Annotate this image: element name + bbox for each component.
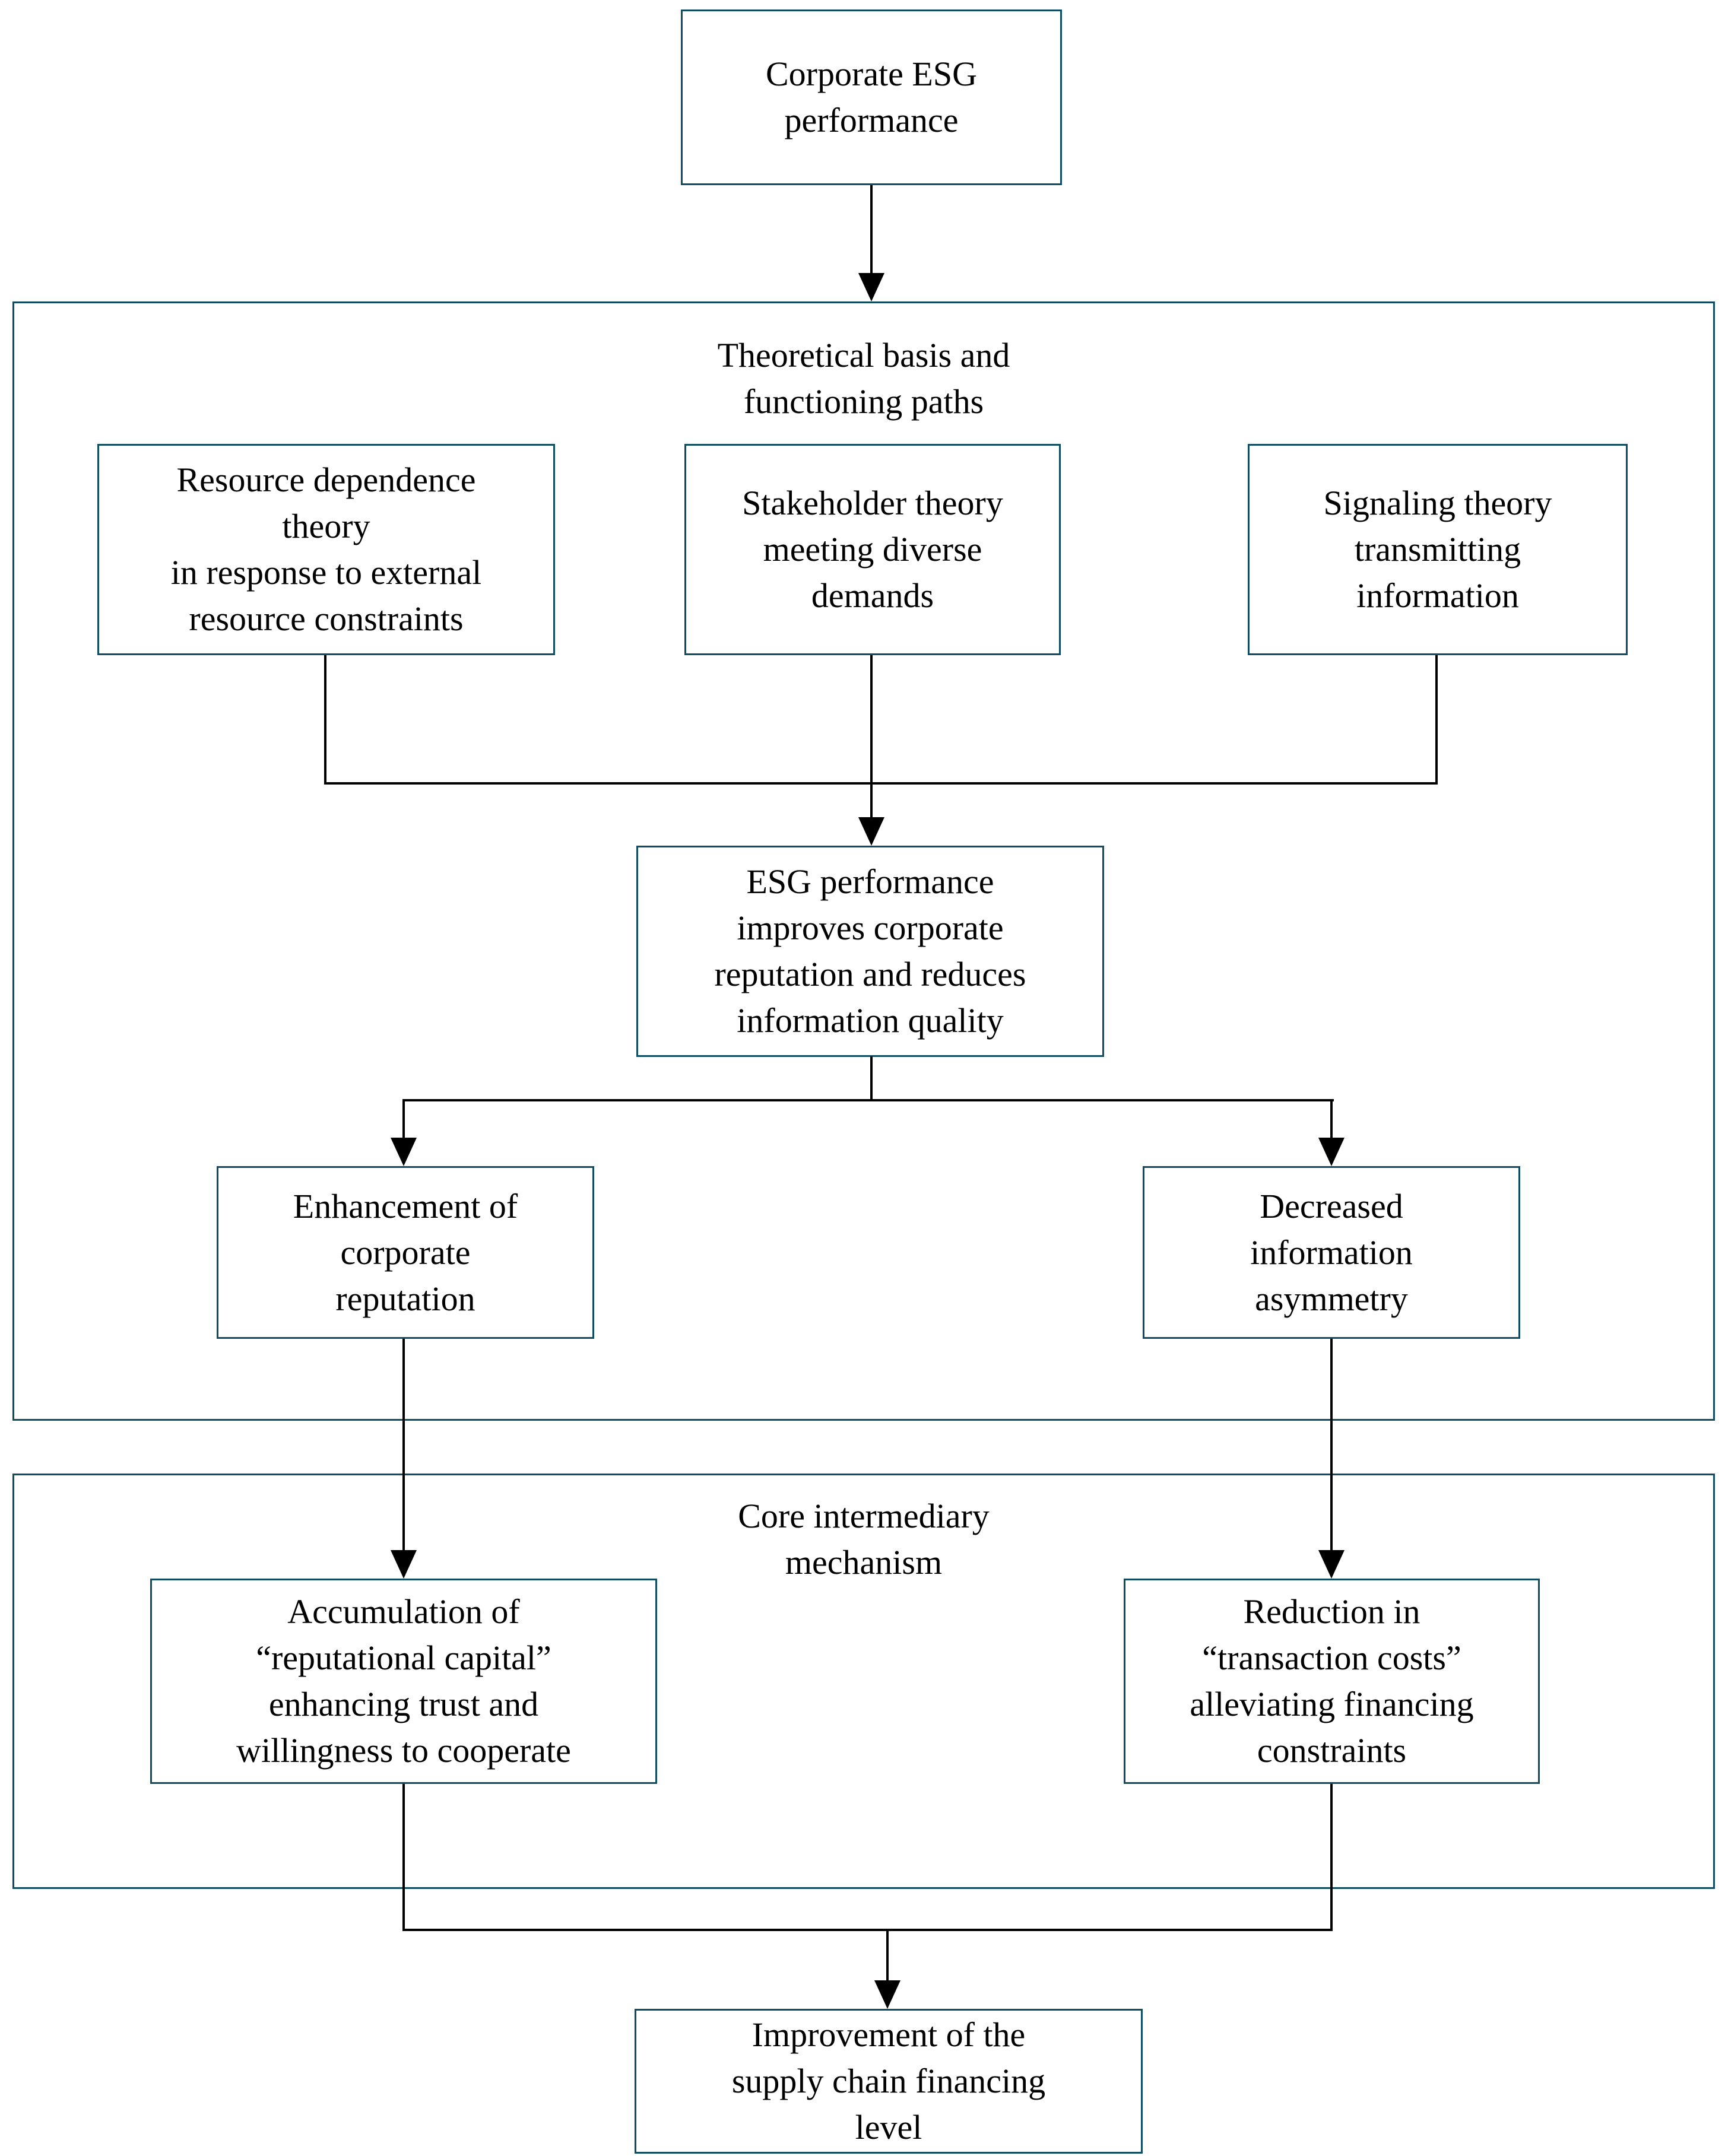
node-text-line: Accumulation of <box>287 1592 520 1631</box>
connector-asymmetry-to-costs <box>1330 1339 1333 1551</box>
connector-resource-dependence-down <box>324 655 326 785</box>
node-text-line: theory <box>282 507 370 545</box>
connector-final-merge-bus <box>402 1929 1333 1931</box>
arrowhead-down-icon <box>858 817 884 846</box>
node-text-line: “reputational capital” <box>256 1639 551 1677</box>
node-corporate-esg-performance: Corporate ESG performance <box>681 9 1062 185</box>
connector-split-to-reputation <box>402 1099 405 1139</box>
connector-costs-down <box>1330 1784 1333 1931</box>
section-title-line: functioning paths <box>743 382 984 421</box>
node-text-line: “transaction costs” <box>1202 1639 1461 1677</box>
node-reduction-transaction-costs: Reduction in “transaction costs” allevia… <box>1124 1579 1540 1784</box>
connector-signaling-down <box>1435 655 1438 785</box>
node-text-line: reputation <box>335 1279 475 1318</box>
node-esg-improves-reputation: ESG performance improves corporate reput… <box>636 846 1104 1057</box>
connector-split-bus <box>402 1099 1334 1101</box>
node-text-line: information <box>1250 1233 1413 1272</box>
connector-theories-merge-bus <box>324 782 1438 785</box>
node-signaling-theory: Signaling theory transmitting informatio… <box>1248 444 1628 655</box>
connector-esg-improves-down <box>870 1056 873 1101</box>
node-text-line: Stakeholder theory <box>742 484 1003 522</box>
node-text-line: Enhancement of <box>293 1186 518 1225</box>
arrowhead-down-icon <box>1318 1550 1345 1579</box>
node-text-line: level <box>855 2108 922 2147</box>
node-text-line: constraints <box>1257 1731 1407 1770</box>
connector-stakeholder-down <box>870 655 873 785</box>
node-text-line: information quality <box>737 1001 1004 1040</box>
connector-bus-to-esg-improves <box>870 782 873 819</box>
node-text-line: alleviating financing <box>1190 1685 1474 1723</box>
section-title-core-intermediary: Core intermediary mechanism <box>12 1493 1715 1586</box>
node-stakeholder-theory: Stakeholder theory meeting diverse deman… <box>684 444 1061 655</box>
connector-top-to-section1 <box>870 185 873 274</box>
node-enhancement-corporate-reputation: Enhancement of corporate reputation <box>217 1166 594 1339</box>
node-text-line: Improvement of the <box>751 2015 1026 2054</box>
node-text-line: performance <box>784 101 959 139</box>
connector-split-to-asymmetry <box>1330 1099 1333 1139</box>
node-text-line: reputation and reduces <box>714 955 1026 993</box>
node-text-line: willingness to cooperate <box>236 1731 571 1770</box>
node-decreased-information-asymmetry: Decreased information asymmetry <box>1143 1166 1520 1339</box>
section-title-line: Theoretical basis and <box>717 336 1010 374</box>
arrowhead-down-icon <box>391 1138 417 1166</box>
node-text-line: asymmetry <box>1255 1279 1408 1318</box>
node-text-line: Resource dependence <box>176 461 476 499</box>
node-text-line: Signaling theory <box>1323 484 1552 522</box>
arrowhead-down-icon <box>391 1550 417 1579</box>
arrowhead-down-icon <box>858 273 884 301</box>
node-text-line: in response to external <box>170 553 482 592</box>
node-text-line: resource constraints <box>189 599 464 638</box>
node-text-line: demands <box>811 576 934 615</box>
section-title-theoretical-basis: Theoretical basis and functioning paths <box>12 332 1715 425</box>
node-text-line: Corporate ESG <box>766 55 977 93</box>
node-text-line: meeting diverse <box>763 530 982 569</box>
node-text-line: corporate <box>340 1233 471 1272</box>
connector-bus-to-final <box>886 1929 889 1982</box>
arrowhead-down-icon <box>1318 1138 1345 1166</box>
node-text-line: information <box>1356 576 1519 615</box>
node-text-line: supply chain financing <box>731 2062 1046 2100</box>
node-text-line: ESG performance <box>746 862 994 901</box>
node-text-line: transmitting <box>1354 530 1521 569</box>
node-text-line: Reduction in <box>1243 1592 1420 1631</box>
node-resource-dependence-theory: Resource dependence theory in response t… <box>97 444 555 655</box>
node-accumulation-reputational-capital: Accumulation of “reputational capital” e… <box>150 1579 657 1784</box>
node-text-line: Decreased <box>1260 1186 1403 1225</box>
connector-reputation-to-capital <box>402 1339 405 1551</box>
node-text-line: improves corporate <box>737 909 1004 947</box>
node-improvement-supply-chain-financing: Improvement of the supply chain financin… <box>635 2009 1143 2154</box>
arrowhead-down-icon <box>874 1980 900 2009</box>
section-title-line: mechanism <box>785 1543 943 1582</box>
section-title-line: Core intermediary <box>738 1497 990 1535</box>
connector-capital-down <box>402 1784 405 1931</box>
node-text-line: enhancing trust and <box>268 1685 539 1723</box>
